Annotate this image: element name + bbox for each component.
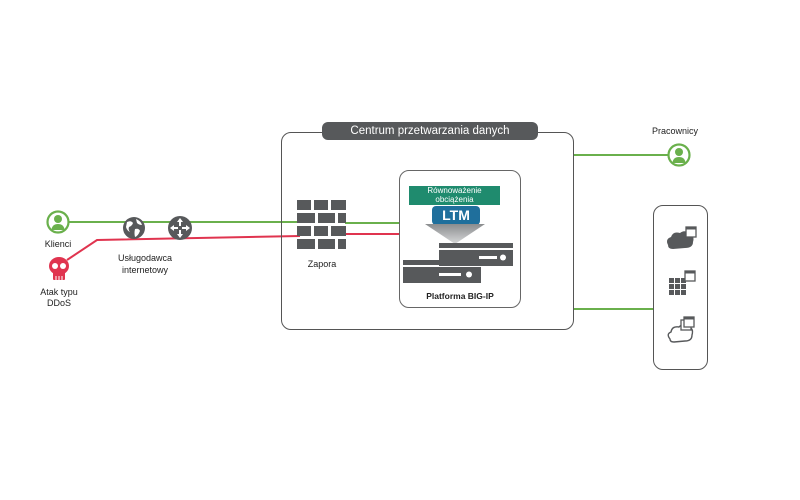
building-icon — [669, 270, 696, 295]
isp-globe-icon — [123, 217, 145, 239]
isp-label-line2: internetowy — [121, 265, 169, 275]
ltm-badge: LTM — [432, 206, 480, 225]
arrow-down-icon — [425, 224, 485, 244]
datacenter-title: Centrum przetwarzania danych — [322, 122, 538, 140]
cloud-outline-icon — [667, 316, 695, 343]
clients-user-icon — [46, 210, 70, 234]
employees-user-icon — [667, 143, 691, 167]
ddos-skull-icon — [49, 257, 69, 280]
isp-label-line1: Usługodawca — [117, 253, 173, 263]
firewall-label: Zapora — [307, 259, 337, 269]
firewall-icon — [297, 200, 346, 249]
isp-router-icon — [168, 216, 192, 240]
cloud-filled-icon — [667, 226, 697, 249]
employees-label: Pracownicy — [651, 126, 698, 136]
ddos-label-line2: DDoS — [46, 298, 71, 308]
lb-label-line1: Równoważenie — [427, 186, 482, 195]
bigip-label: Platforma BIG-IP — [426, 291, 494, 301]
cloud-services-panel — [653, 205, 708, 370]
ddos-label-line1: Atak typu — [40, 287, 78, 297]
lb-label-line2: obciążenia — [435, 194, 474, 204]
clients-label: Klienci — [44, 239, 72, 249]
server-icon — [403, 243, 513, 283]
ddos-traffic-line — [66, 235, 301, 261]
load-balancing-banner: Równoważenie obciążenia — [409, 186, 500, 205]
